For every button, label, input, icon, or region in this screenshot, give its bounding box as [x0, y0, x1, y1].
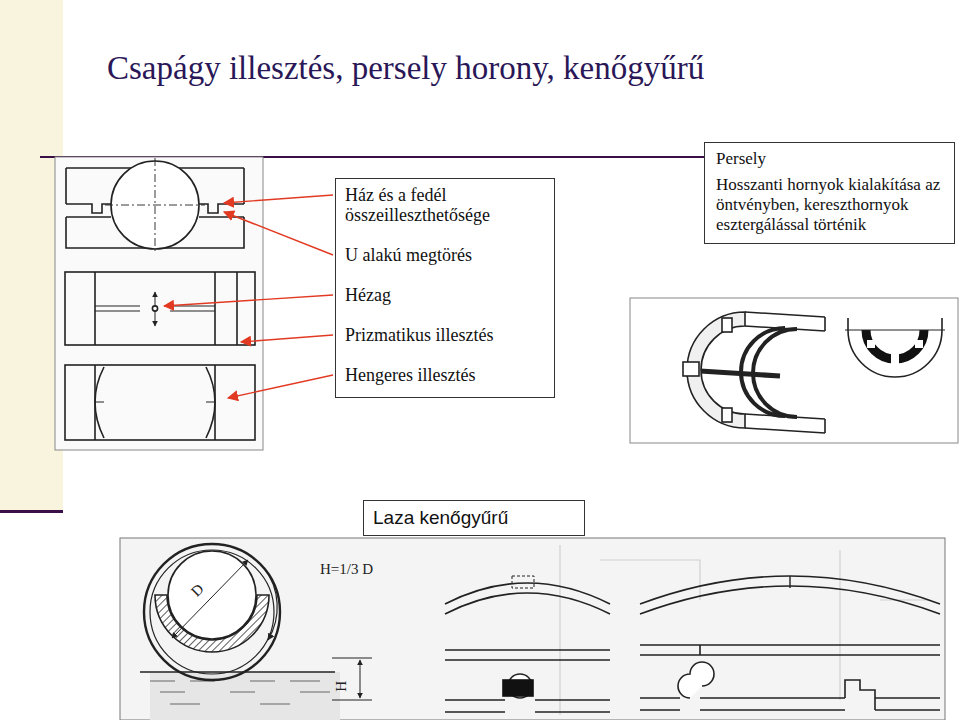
drawing-path: [264, 568, 277, 640]
formula-label: H=1/3 D: [320, 561, 373, 578]
dimension-label: H: [333, 681, 350, 692]
callout-text: Prizmatikus illesztés: [345, 325, 546, 345]
drawing-rect: [683, 362, 699, 376]
drawing-rect: [503, 680, 533, 696]
callout-box: Ház és a fedél összeilleszthetősége U ala…: [335, 178, 555, 398]
callout-text: U alakú megtörés: [345, 245, 546, 265]
housing-fit-figure: [55, 157, 263, 450]
drawing-rect: [891, 352, 899, 364]
drawing-rect: [722, 408, 732, 422]
caption-text: Laza kenőgyűrű: [373, 507, 575, 529]
drawing-rect: [120, 538, 945, 720]
drawing-line: [172, 560, 248, 638]
leader-arrow: [224, 195, 333, 203]
callout-text: Hézag: [345, 285, 546, 305]
drawing-path: [640, 698, 940, 710]
drawing-path: [445, 700, 610, 712]
caption-box: Laza kenőgyűrű: [363, 500, 585, 536]
drawing-path: [640, 645, 940, 655]
callout-text: Ház és a fedél összeilleszthetősége: [345, 185, 546, 225]
drawing-path: [824, 317, 826, 433]
drawing-path: [95, 272, 237, 345]
drawing-circle: [144, 544, 280, 680]
drawing-path: [848, 318, 942, 377]
drawing-rect: [722, 318, 732, 332]
note-heading: Persely: [716, 149, 946, 169]
drawing-rect: [55, 157, 263, 450]
drawing-rect: [630, 298, 958, 443]
drawing-path: [789, 576, 790, 588]
leader-arrow: [164, 295, 333, 306]
leader-arrows: [164, 195, 333, 398]
drawing-path: [678, 662, 714, 698]
drawing-path: [95, 306, 215, 311]
drawing-circle: [152, 306, 157, 311]
drawing-path: [95, 402, 215, 403]
drawing-path: [95, 367, 215, 438]
ring-lubrication-figure: [120, 538, 945, 720]
drawing-rect: [915, 340, 923, 348]
drawing-circle: [150, 550, 274, 674]
drawing-path: [332, 658, 372, 700]
drawing-line: [845, 330, 945, 331]
bushing-figure: [630, 298, 958, 443]
drawing-path: [700, 371, 780, 376]
drawing-path: [150, 681, 330, 704]
drawing-line: [140, 671, 335, 672]
drawing-line: [360, 660, 361, 698]
drawing-path: [845, 680, 875, 710]
drawing-rect: [65, 365, 255, 440]
side-band: [0, 0, 63, 512]
drawing-path: [95, 365, 215, 440]
drawing-rect: [867, 340, 875, 348]
drawing-line: [105, 205, 205, 206]
leader-arrow: [224, 212, 333, 255]
drawing-path: [560, 545, 930, 715]
callout-text: Hengeres illesztés: [345, 365, 546, 385]
leader-arrow: [228, 375, 333, 398]
slide-title: Csapágy illesztés, persely horony, kenőg…: [107, 50, 704, 86]
side-band-rule: [0, 510, 63, 513]
drawing-path: [199, 204, 244, 213]
note-body: Hosszanti hornyok kialakítása az öntvény…: [716, 175, 946, 235]
drawing-path: [66, 204, 111, 213]
note-box: PerselyHosszanti hornyok kialakítása az …: [704, 142, 955, 244]
drawing-rect: [65, 272, 255, 345]
drawing-path: [445, 650, 610, 660]
drawing-path: [640, 576, 940, 614]
drawing-rect: [512, 576, 534, 588]
drawing-rect: [150, 672, 340, 720]
leader-arrow: [241, 335, 333, 342]
drawing-circle: [168, 551, 256, 639]
